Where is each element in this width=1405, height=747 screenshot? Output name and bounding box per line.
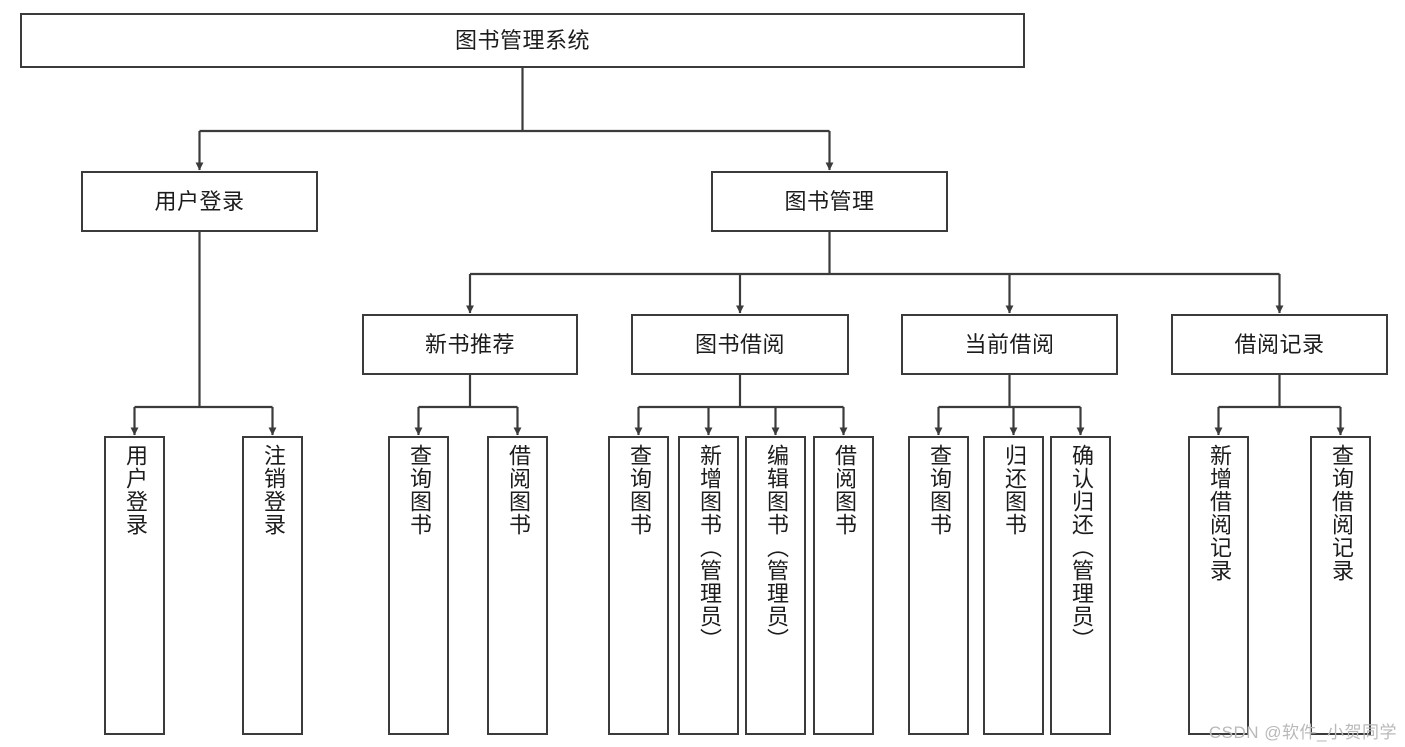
node-label: 用户登录 bbox=[154, 188, 245, 214]
node-leaf-return[interactable]: 归还图书 bbox=[983, 436, 1044, 735]
node-leaf-confirm[interactable]: 确认归还（管理员） bbox=[1050, 436, 1111, 735]
node-leaf-logout[interactable]: 注销登录 bbox=[242, 436, 303, 735]
node-label: 查询图书 bbox=[406, 444, 432, 536]
node-leaf-edit-book[interactable]: 编辑图书（管理员） bbox=[745, 436, 806, 735]
node-book-mgmt[interactable]: 图书管理 bbox=[711, 171, 948, 232]
node-label: 借阅记录 bbox=[1234, 331, 1325, 357]
node-root[interactable]: 图书管理系统 bbox=[20, 13, 1025, 68]
node-label: 用户登录 bbox=[122, 444, 148, 536]
node-leaf-borrow-1[interactable]: 借阅图书 bbox=[487, 436, 548, 735]
node-label: 新增图书（管理员） bbox=[696, 444, 722, 651]
node-label: 借阅图书 bbox=[831, 444, 857, 536]
node-label: 图书借阅 bbox=[694, 331, 785, 357]
node-label: 查询图书 bbox=[626, 444, 652, 536]
node-leaf-add-rec[interactable]: 新增借阅记录 bbox=[1188, 436, 1249, 735]
watermark-text: CSDN @软件_小贺同学 bbox=[1208, 723, 1397, 742]
node-new-book-rec[interactable]: 新书推荐 bbox=[362, 314, 578, 375]
node-leaf-borrow-2[interactable]: 借阅图书 bbox=[813, 436, 874, 735]
node-borrow-record[interactable]: 借阅记录 bbox=[1171, 314, 1388, 375]
node-leaf-query-2[interactable]: 查询图书 bbox=[608, 436, 669, 735]
node-label: 查询图书 bbox=[926, 444, 952, 536]
node-label: 图书管理系统 bbox=[454, 27, 590, 53]
node-user-login[interactable]: 用户登录 bbox=[81, 171, 318, 232]
node-leaf-user-login[interactable]: 用户登录 bbox=[104, 436, 165, 735]
node-label: 编辑图书（管理员） bbox=[763, 444, 789, 651]
node-label: 归还图书 bbox=[1001, 444, 1027, 536]
node-label: 当前借阅 bbox=[964, 331, 1055, 357]
node-book-borrow[interactable]: 图书借阅 bbox=[631, 314, 849, 375]
node-label: 新书推荐 bbox=[424, 331, 515, 357]
node-label: 注销登录 bbox=[260, 444, 286, 536]
node-leaf-query-rec[interactable]: 查询借阅记录 bbox=[1310, 436, 1371, 735]
node-label: 图书管理 bbox=[784, 188, 875, 214]
edge-group bbox=[130, 68, 1345, 436]
node-label: 查询借阅记录 bbox=[1328, 444, 1354, 582]
node-leaf-query-1[interactable]: 查询图书 bbox=[388, 436, 449, 735]
node-label: 借阅图书 bbox=[505, 444, 531, 536]
node-leaf-query-3[interactable]: 查询图书 bbox=[908, 436, 969, 735]
node-label: 确认归还（管理员） bbox=[1068, 444, 1094, 651]
node-label: 新增借阅记录 bbox=[1206, 444, 1232, 582]
node-current-borrow[interactable]: 当前借阅 bbox=[901, 314, 1118, 375]
node-leaf-add-book[interactable]: 新增图书（管理员） bbox=[678, 436, 739, 735]
